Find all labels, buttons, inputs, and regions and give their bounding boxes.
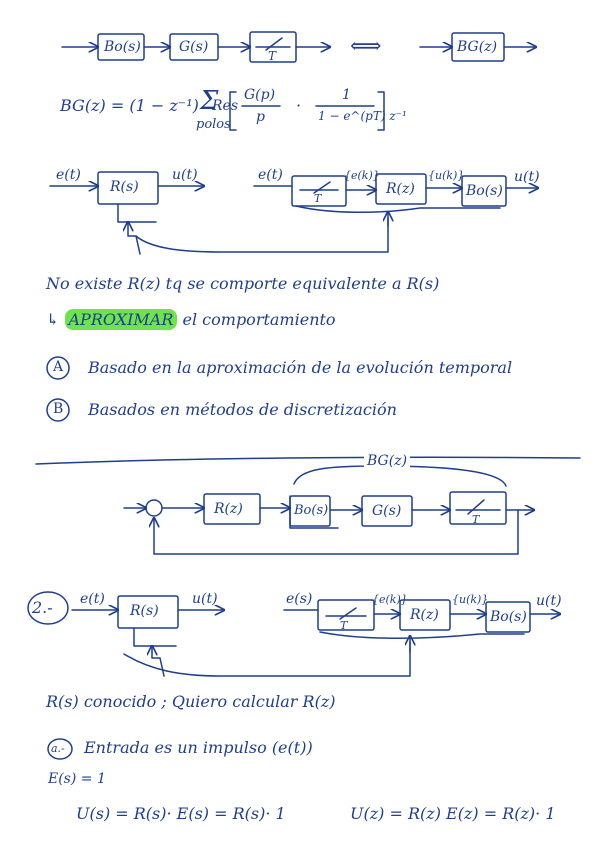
frac1-den: p xyxy=(256,109,265,125)
item-a-text: Entrada es un impulso (e(t)) xyxy=(84,738,313,757)
divider-line xyxy=(35,456,581,465)
hook-arrow-icon: ↳ xyxy=(46,310,60,329)
itemB-letter: B xyxy=(53,401,64,417)
eq-es: E(s) = 1 xyxy=(48,771,106,787)
loop3-right-output: u(t) xyxy=(536,593,562,609)
loop3-strokes xyxy=(27,591,560,677)
loop3-right-input: e(s) xyxy=(286,591,313,607)
loop1-right-block1: R(z) xyxy=(386,181,415,197)
loop2-strokes xyxy=(123,465,534,555)
loop3-left-block: R(s) xyxy=(130,603,159,619)
loop2-sampler-t: T xyxy=(472,513,480,526)
note-aproximar-line: ↳ APROXIMAR el comportamiento xyxy=(46,309,336,330)
itemB-circle xyxy=(46,398,70,422)
eq-uz: U(z) = R(z) E(z) = R(z)· 1 xyxy=(350,804,556,823)
loop2-block3: G(s) xyxy=(372,503,402,519)
loop1-left-output: u(t) xyxy=(172,167,198,183)
aproximar-highlight: APROXIMAR xyxy=(64,309,178,330)
loop1-sampler-t: T xyxy=(314,192,322,205)
itemA-text: Basado en la aproximación de la evolució… xyxy=(88,358,513,377)
top-chain-strokes xyxy=(61,31,536,63)
res-label: Res xyxy=(212,98,239,114)
note-rs-conocido: R(s) conocido ; Quiero calcular R(z) xyxy=(46,692,336,711)
loop1-left-block: R(s) xyxy=(110,179,139,195)
sum-symbol: Σ xyxy=(200,86,219,116)
loop1-right-input: e(t) xyxy=(258,167,283,183)
itemA-letter: A xyxy=(53,359,64,375)
loop1-right-output: u(t) xyxy=(514,169,540,185)
loop1-sampled-e: {e(k)} xyxy=(344,169,380,182)
block-bo-top: Bo(s) xyxy=(104,39,141,55)
itemB-text: Basados en métodos de discretización xyxy=(88,400,397,419)
loop3-number: 2.- xyxy=(32,598,53,617)
frac2-den: 1 − e^(pT) z⁻¹ xyxy=(318,109,407,123)
item-a-letter: a.- xyxy=(51,742,65,755)
frac1-num: G(p) xyxy=(244,87,276,103)
equivalence-arrow: ⟺ xyxy=(350,34,382,59)
block-g-top: G(s) xyxy=(179,39,209,55)
loop3-left-input: e(t) xyxy=(80,591,105,607)
loop3-sampler-t: T xyxy=(340,619,348,632)
loop2-block2: Bo(s) xyxy=(294,503,329,518)
loop1-left-input: e(t) xyxy=(56,167,81,183)
loop1-sampled-u: {u(k)} xyxy=(428,169,465,182)
block-bg-top: BG(z) xyxy=(457,39,498,55)
frac2-num: 1 xyxy=(342,87,351,103)
loop3-sampled-u: {u(k)} xyxy=(452,593,489,606)
loop3-left-output: u(t) xyxy=(192,591,218,607)
item-a-circle xyxy=(47,738,73,760)
loop3-sampled-e: {e(k)} xyxy=(372,593,408,606)
itemA-circle xyxy=(46,356,70,380)
bg-formula-lhs: BG(z) = (1 − z⁻¹) xyxy=(60,96,199,115)
loop1-strokes xyxy=(49,171,538,255)
formula-dot: · xyxy=(296,96,302,115)
loop3-right-block1: R(z) xyxy=(410,607,439,623)
bg-formula-strokes xyxy=(229,91,385,131)
loop1-right-block2: Bo(s) xyxy=(466,183,503,199)
loop2-brace-label: BG(z) xyxy=(364,454,411,468)
eq-us: U(s) = R(s)· E(s) = R(s)· 1 xyxy=(76,804,286,823)
loop2-block1: R(z) xyxy=(214,501,243,517)
sampler-t-top: T xyxy=(268,49,277,63)
aproximar-rest: el comportamiento xyxy=(182,310,336,329)
note-no-existe: No existe R(z) tq se comporte equivalent… xyxy=(46,274,440,293)
sum-under-polos: polos xyxy=(196,117,231,132)
loop3-right-block2: Bo(s) xyxy=(490,609,527,625)
